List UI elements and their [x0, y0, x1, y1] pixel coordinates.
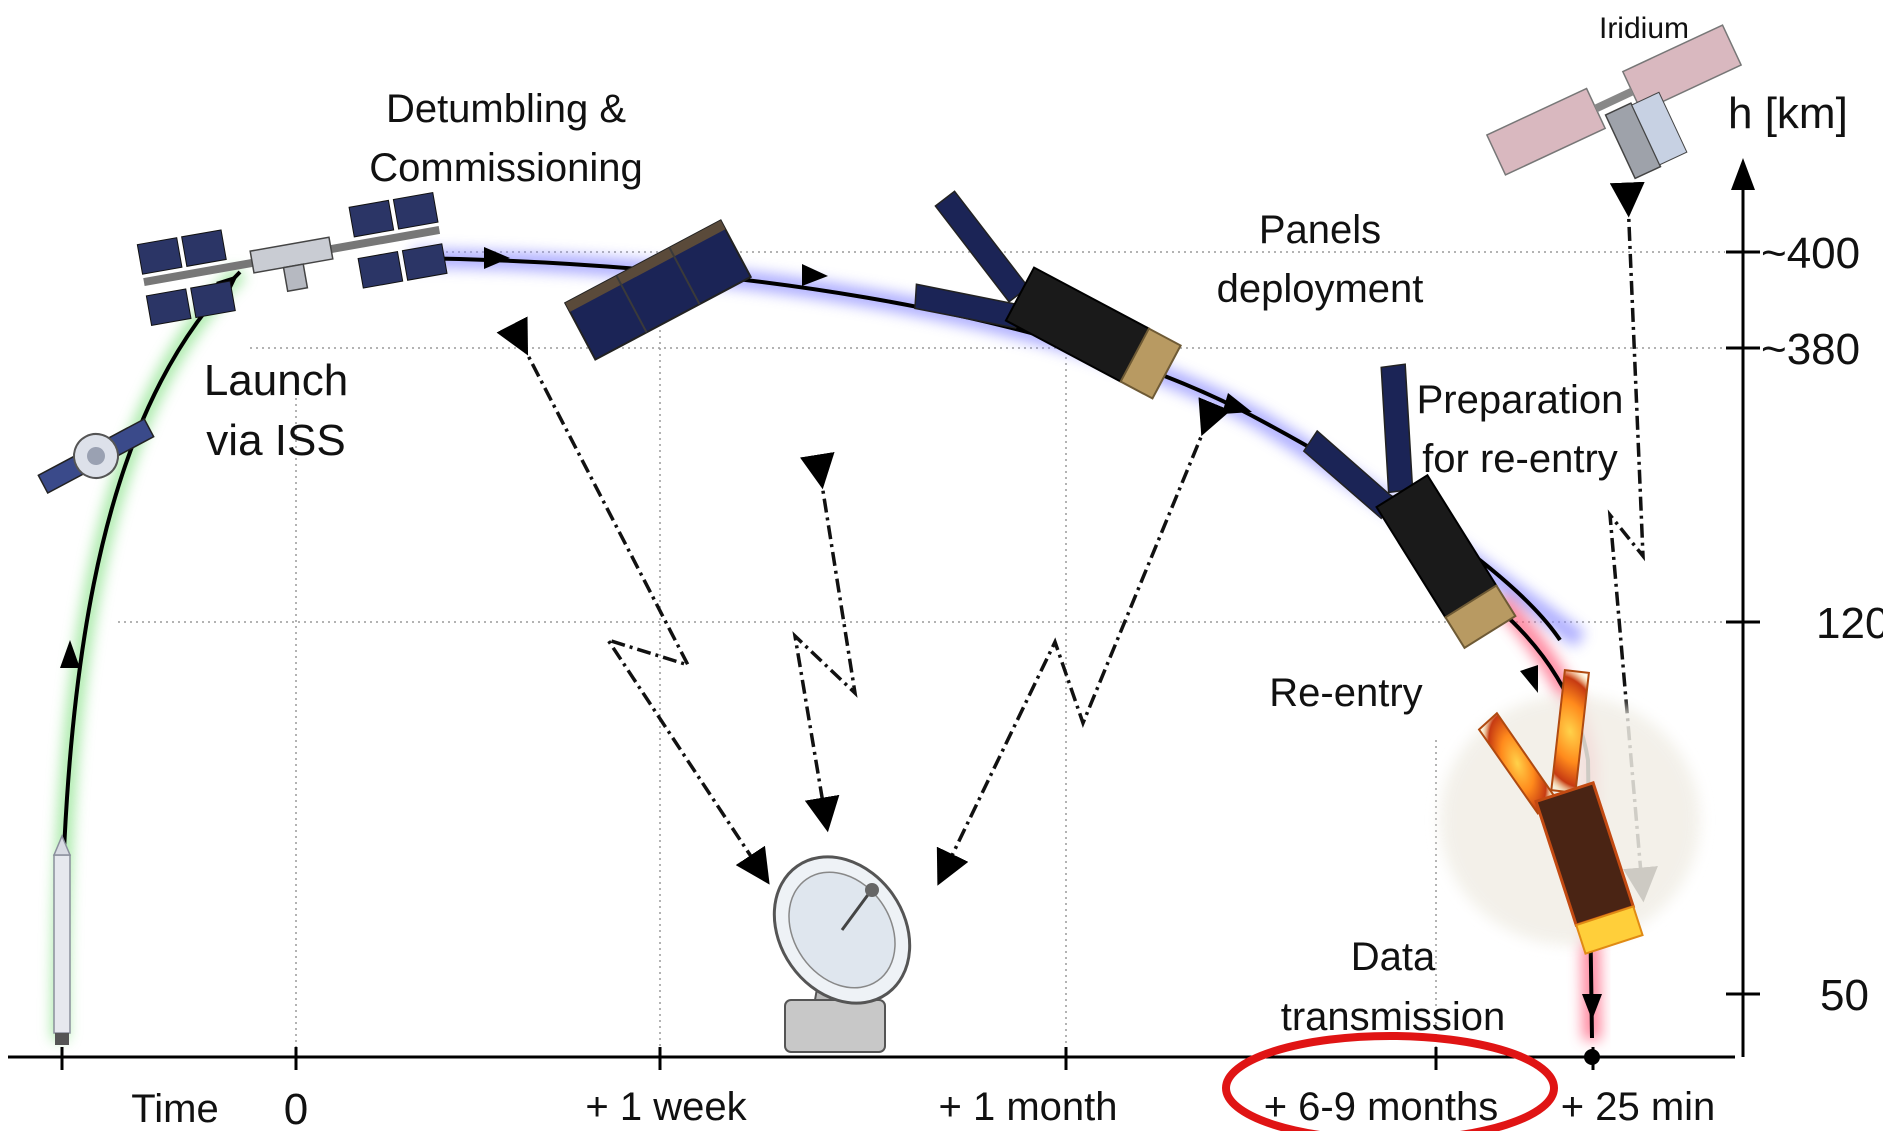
arrowhead-reentry-1 [1520, 665, 1538, 693]
iridium-label: Iridium [1599, 12, 1689, 45]
x-tick-label-week: + 1 week [585, 1085, 747, 1129]
panels-label-line1: Panels [1259, 208, 1381, 252]
detumbling-label-line2: Commissioning [369, 146, 642, 190]
y-tick-label-120: 120 [1816, 599, 1883, 648]
arrowhead-launch-1 [60, 640, 80, 668]
y-tick-label-50: 50 [1820, 971, 1869, 1020]
link-week-satellite [496, 316, 770, 885]
link-ground-uplink [792, 451, 858, 833]
preparation-label-line1: Preparation [1417, 378, 1624, 422]
link-iridium [1607, 181, 1658, 903]
cargo-capsule-illustration [37, 417, 155, 495]
y-tick-label-400: ~400 [1761, 229, 1860, 278]
launch-label-line2: via ISS [206, 416, 345, 465]
ground-station-antenna-illustration [772, 855, 912, 1053]
iss-illustration [136, 191, 448, 326]
reentry-label: Re-entry [1269, 671, 1422, 715]
link-month-satellite [936, 397, 1231, 886]
cubesat-stowed-illustration [563, 219, 753, 361]
x-tick-label-0: 0 [284, 1085, 308, 1131]
cubesat-deployed-illustration [914, 190, 1182, 400]
cubesat-reentry-prep-illustration [1302, 363, 1517, 650]
arrowhead-orbit-1 [484, 247, 510, 269]
y-axis-title: h [km] [1728, 89, 1848, 138]
highlight-ring [1222, 1032, 1558, 1131]
arrowhead-orbit-2 [802, 264, 828, 286]
data-transmission-label-line2: transmission [1281, 995, 1506, 1039]
panels-label-line2: deployment [1217, 267, 1424, 311]
rocket-illustration [52, 834, 72, 1045]
diagram-labels: Launch via ISS Detumbling & Commissionin… [204, 12, 1689, 1039]
x-tick-label-25min: + 25 min [1561, 1085, 1716, 1129]
ground-impact-dot [1584, 1049, 1600, 1065]
x-axis-labels: Time 0 + 1 week + 1 month + 6-9 months +… [131, 1085, 1715, 1131]
y-axis-arrow [1731, 158, 1755, 190]
iridium-satellite-illustration [1485, 24, 1743, 180]
burning-satellite-illustration [1440, 669, 1700, 955]
y-axis-labels: h [km] ~400 ~380 120 50 [1728, 89, 1883, 1020]
preparation-label-line2: for re-entry [1422, 437, 1618, 481]
x-tick-label-months: + 6-9 months [1264, 1085, 1499, 1129]
arrowhead-reentry-2 [1582, 994, 1602, 1020]
x-tick-label-month: + 1 month [938, 1085, 1117, 1129]
detumbling-label-line1: Detumbling & [386, 87, 626, 131]
grid-lines [118, 251, 1725, 1057]
comm-links [496, 181, 1658, 903]
x-axis-title: Time [131, 1087, 218, 1131]
launch-label-line1: Launch [204, 356, 348, 405]
data-transmission-label-line1: Data [1351, 935, 1436, 979]
y-tick-label-380: ~380 [1761, 325, 1860, 374]
axes [8, 158, 1760, 1070]
